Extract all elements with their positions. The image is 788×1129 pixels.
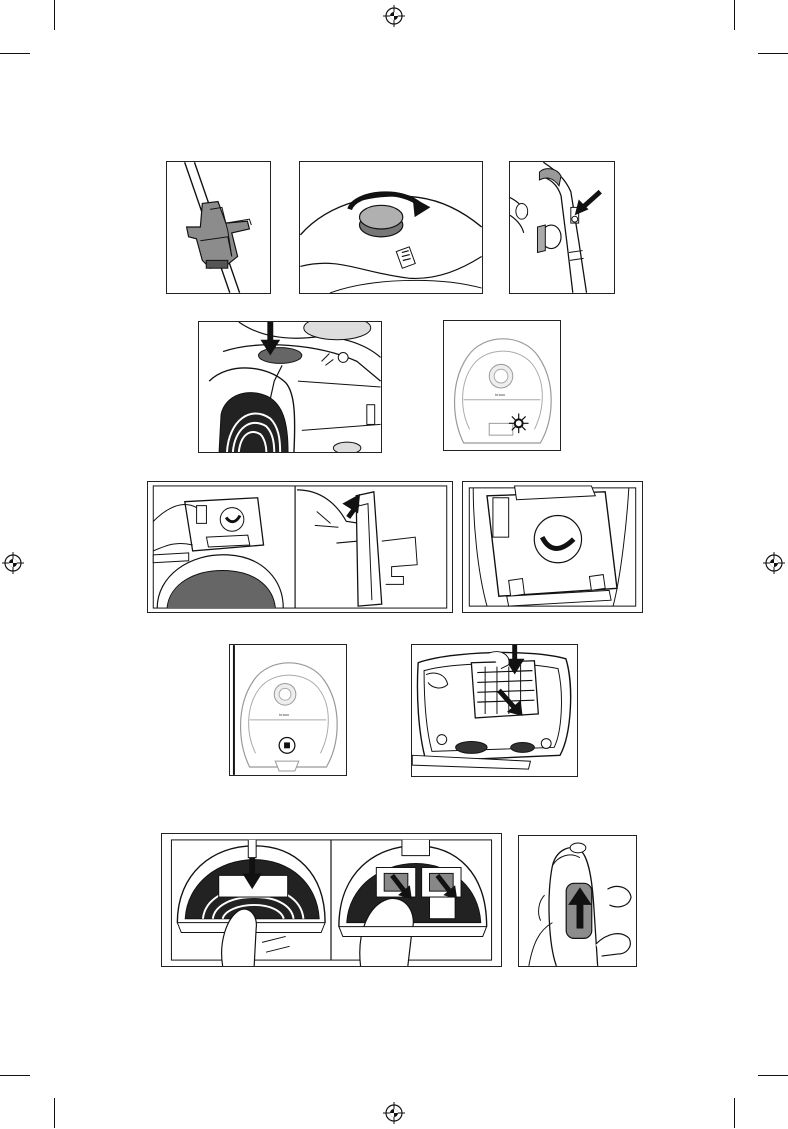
- crop-mark-top-right-v: [734, 0, 735, 30]
- figure-cord-release-top: [198, 321, 382, 453]
- crop-mark-top-left-h: [0, 53, 30, 54]
- figure-stick-clip: [166, 161, 271, 294]
- figure-hose-handle-release: [509, 161, 615, 294]
- figure-power-dial: [299, 161, 483, 294]
- figure-bag-holder: [462, 481, 643, 613]
- crop-mark-bottom-right-v: [734, 1098, 735, 1128]
- svg-text:braun: braun: [495, 392, 505, 397]
- svg-text:braun: braun: [279, 712, 289, 717]
- figure-filter-compartment: [411, 644, 578, 777]
- registration-mark-left: [2, 552, 24, 574]
- registration-mark-bottom: [383, 1102, 405, 1124]
- registration-mark-right: [763, 552, 785, 574]
- figure-bag-open-and-remove: [147, 481, 453, 613]
- figure-filter-indicator-front: braun: [229, 644, 347, 776]
- registration-mark-top: [383, 5, 405, 27]
- crop-mark-bottom-right-h: [758, 1075, 788, 1076]
- crop-mark-top-right-h: [758, 53, 788, 54]
- crop-mark-bottom-left-h: [0, 1075, 30, 1076]
- crop-mark-top-left-v: [54, 0, 55, 30]
- figure-bag-indicator-front: braun: [443, 320, 561, 451]
- crop-mark-bottom-left-v: [54, 1098, 55, 1128]
- figure-exhaust-filter-removal: [161, 833, 502, 967]
- figure-handle-slider: [518, 835, 637, 967]
